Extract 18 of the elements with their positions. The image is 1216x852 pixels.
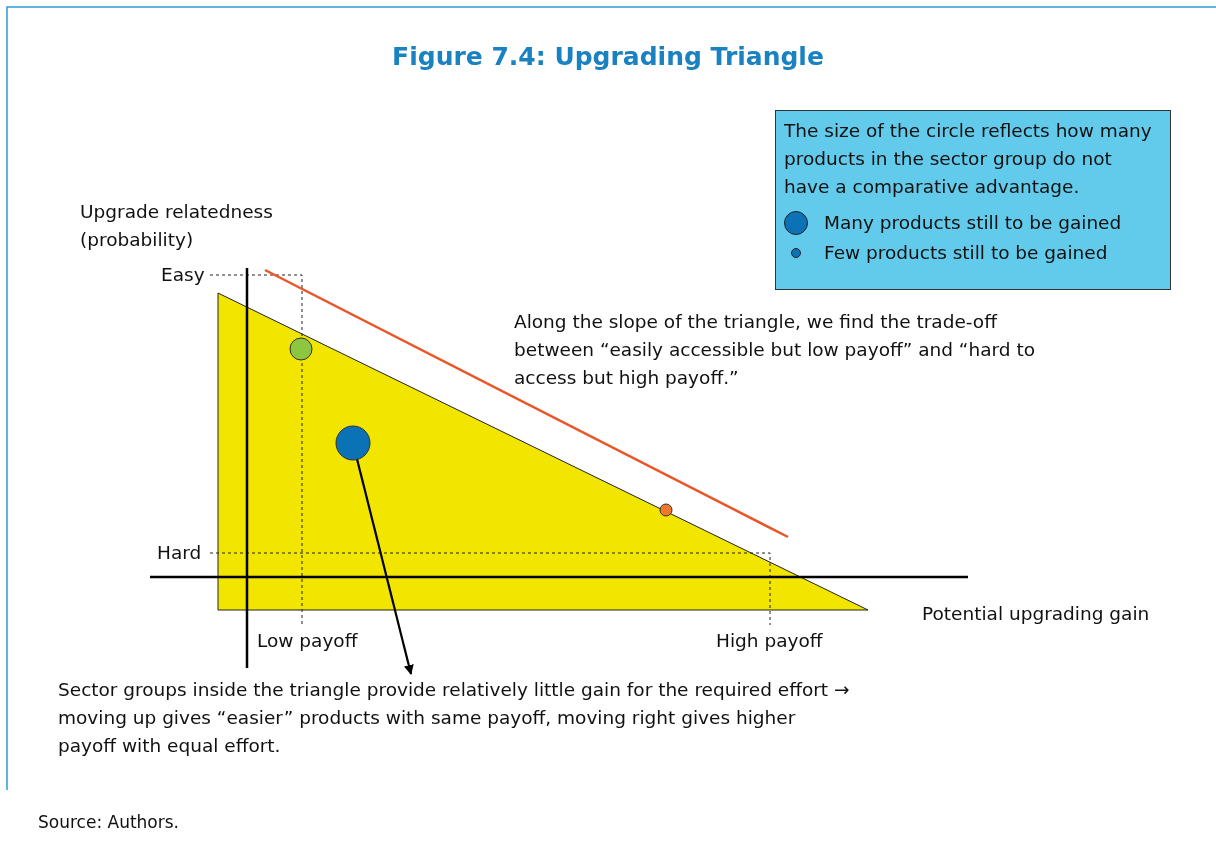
tick-label: Low payoff	[257, 629, 358, 653]
data-circle	[659, 503, 673, 517]
annotation-text: Sector groups inside the triangle provide relatively little gain for the required effort → moving up gives “easier” products with same payoff, moving right gives higher payoff with equal effort.	[58, 678, 851, 758]
data-circle	[289, 337, 313, 361]
annotation-text: Along the slope of the triangle, we find the trade-off between “easily accessible but low payoff” and “hard to access but high payoff.”	[514, 310, 1036, 390]
figure-title: Figure 7.4: Upgrading Triangle	[391, 42, 825, 71]
legend-box	[775, 110, 1171, 290]
legend-label: Many products still to be gained	[824, 211, 1122, 235]
source-note: Source: Authors.	[38, 812, 179, 832]
tick-label: High payoff	[716, 629, 823, 653]
axis-title: Upgrade relatedness (probability)	[80, 200, 274, 252]
legend-note: The size of the circle reflects how many products in the sector group do not have a comparative advantage.	[784, 119, 1153, 199]
axis-title: Potential upgrading gain	[922, 602, 1150, 626]
data-circle	[335, 425, 371, 461]
legend-label: Few products still to be gained	[824, 241, 1108, 265]
tick-label: Easy	[161, 263, 205, 287]
arrow	[356, 459, 414, 675]
tick-label: Hard	[157, 541, 202, 565]
